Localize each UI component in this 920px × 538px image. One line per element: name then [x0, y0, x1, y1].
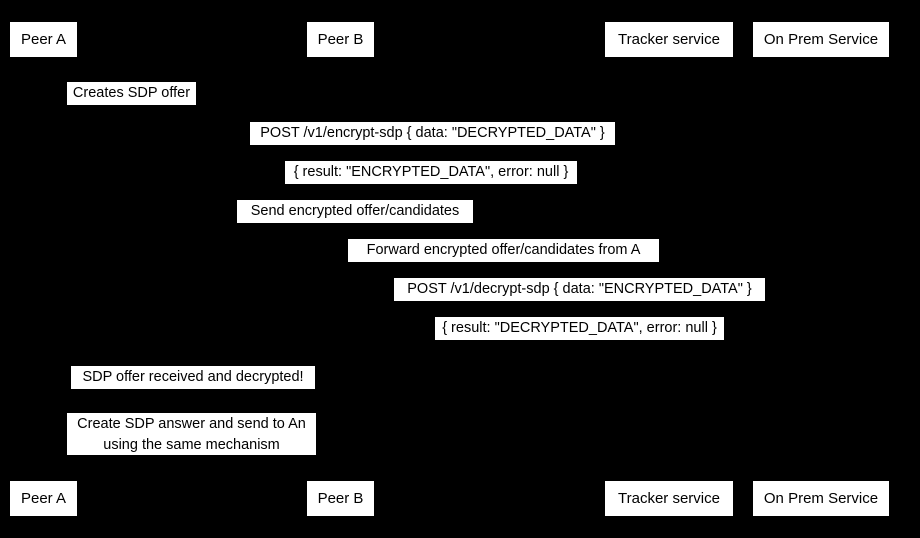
message-post-decrypt-sdp: POST /v1/decrypt-sdp { data: "ENCRYPTED_… [394, 278, 765, 301]
lifeline-peer-a [43, 57, 44, 481]
participant-box-tracker-service-top[interactable]: Tracker service [605, 22, 733, 57]
message-send-encrypted-offer: Send encrypted offer/candidates [237, 200, 473, 223]
message-post-encrypt-sdp: POST /v1/encrypt-sdp { data: "DECRYPTED_… [250, 122, 615, 145]
participant-box-peer-b-bottom[interactable]: Peer B [307, 481, 374, 516]
participant-box-tracker-service-bottom[interactable]: Tracker service [605, 481, 733, 516]
participant-box-peer-b-top[interactable]: Peer B [307, 22, 374, 57]
message-decrypt-sdp-result: { result: "DECRYPTED_DATA", error: null … [435, 317, 724, 340]
message-forward-encrypted-offer: Forward encrypted offer/candidates from … [348, 239, 659, 262]
message-encrypt-sdp-result: { result: "ENCRYPTED_DATA", error: null … [285, 161, 577, 184]
note-sdp-offer-received: SDP offer received and decrypted! [71, 366, 315, 389]
message-creates-sdp-offer: Creates SDP offer [67, 82, 196, 105]
participant-box-peer-a-bottom[interactable]: Peer A [10, 481, 77, 516]
participant-box-peer-a-top[interactable]: Peer A [10, 22, 77, 57]
participant-box-on-prem-service-top[interactable]: On Prem Service [753, 22, 889, 57]
lifeline-peer-b [340, 57, 341, 481]
participant-box-on-prem-service-bottom[interactable]: On Prem Service [753, 481, 889, 516]
lifeline-tracker-service [669, 57, 670, 481]
lifeline-on-prem-service [821, 57, 822, 481]
note-create-sdp-answer: Create SDP answer and send to An using t… [67, 413, 316, 455]
